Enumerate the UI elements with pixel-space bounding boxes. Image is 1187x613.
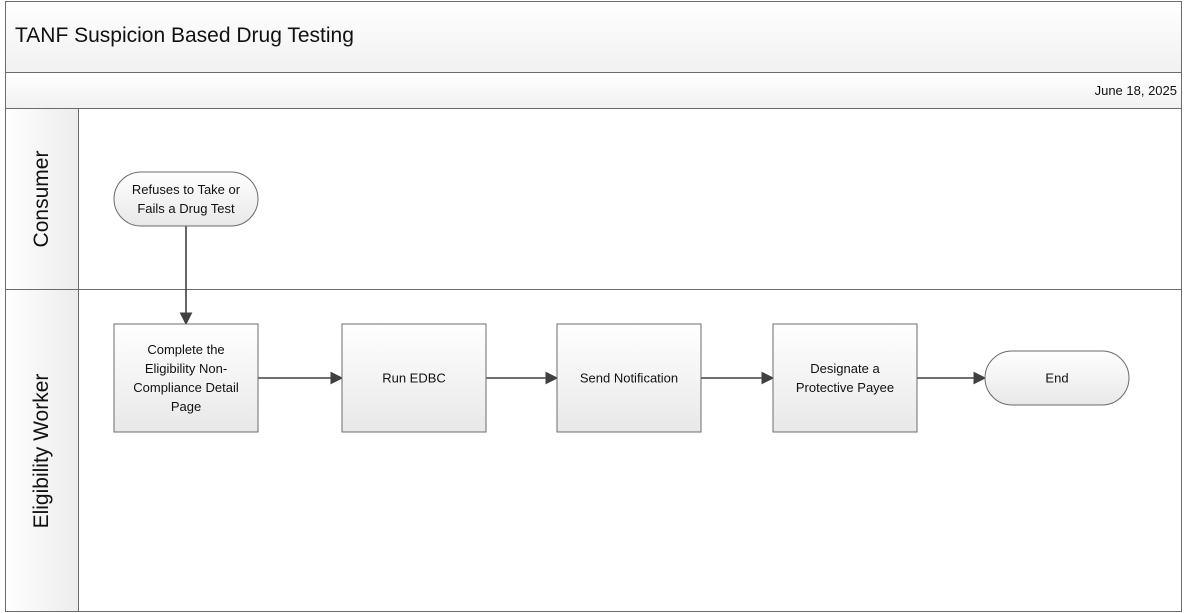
node-label-line: End [1045,371,1068,386]
node-label-line: Run EDBC [382,371,446,386]
node-label-line: Designate a [810,361,880,376]
flow-node-start: Refuses to Take or Fails a Drug Test [113,171,259,227]
diagram-date: June 18, 2025 [1094,83,1177,98]
node-label-line: Refuses to Take or [132,182,241,197]
swimlane-header-consumer: Consumer [6,109,79,289]
node-label-line: Protective Payee [796,380,894,395]
flow-node-send-notification: Send Notification [556,323,702,433]
terminator-shape [984,350,1130,406]
terminator-shape [113,171,259,227]
diagram-title: TANF Suspicion Based Drug Testing [15,24,354,47]
node-label-line: Page [171,399,201,414]
diagram-title-bar: TANF Suspicion Based Drug Testing [5,1,1182,73]
flow-node-end: End [984,350,1130,406]
node-label-line: Complete the [147,342,224,357]
process-box-shape [341,323,487,433]
node-label-line: Compliance Detail [133,380,239,395]
node-label-line: Eligibility Non- [145,361,227,376]
flow-node-designate-payee: Designate a Protective Payee [772,323,918,433]
process-box-shape [113,323,259,433]
node-label-line: Fails a Drug Test [137,201,235,216]
flow-node-run-edbc: Run EDBC [341,323,487,433]
swimlane-header-eligibility-worker: Eligibility Worker [6,290,79,611]
process-box-shape [556,323,702,433]
node-label-line: Send Notification [580,371,678,386]
process-box-shape [772,323,918,433]
